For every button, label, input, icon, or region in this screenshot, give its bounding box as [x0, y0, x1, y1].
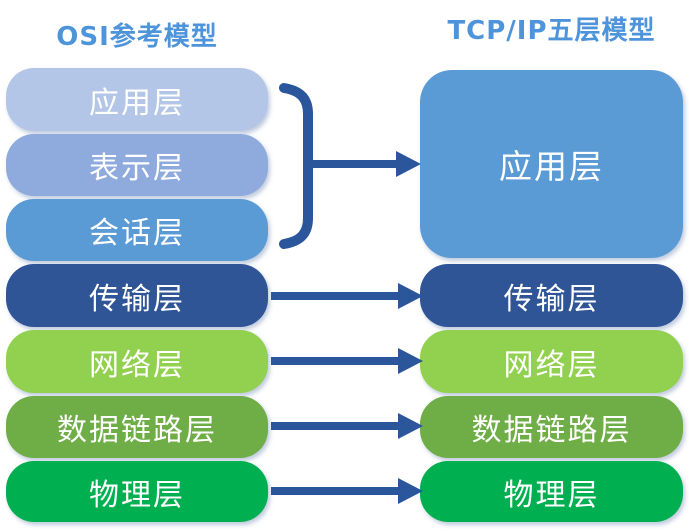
- brace-top-three-layers: [279, 83, 313, 249]
- arrow-application-head: [396, 151, 421, 177]
- osi-layer-session: 会话层: [6, 199, 268, 261]
- osi-layer-datalink: 数据链路层: [6, 396, 268, 458]
- osi-layer-application: 应用层: [6, 68, 268, 131]
- tcpip-layer-physical: 物理层: [420, 461, 683, 522]
- osi-layer-presentation: 表示层: [6, 134, 268, 196]
- osi-layer-network: 网络层: [6, 330, 268, 393]
- tcpip-layer-network: 网络层: [420, 330, 683, 393]
- tcpip-model-title: TCP/IP五层模型: [447, 16, 656, 46]
- osi-model-title: OSI参考模型: [56, 22, 218, 52]
- tcpip-layer-transport: 传输层: [420, 264, 683, 327]
- tcpip-layer-datalink: 数据链路层: [420, 396, 683, 458]
- tcpip-layer-application: 应用层: [420, 70, 683, 258]
- osi-layer-transport: 传输层: [6, 264, 268, 327]
- osi-layer-physical: 物理层: [6, 461, 268, 522]
